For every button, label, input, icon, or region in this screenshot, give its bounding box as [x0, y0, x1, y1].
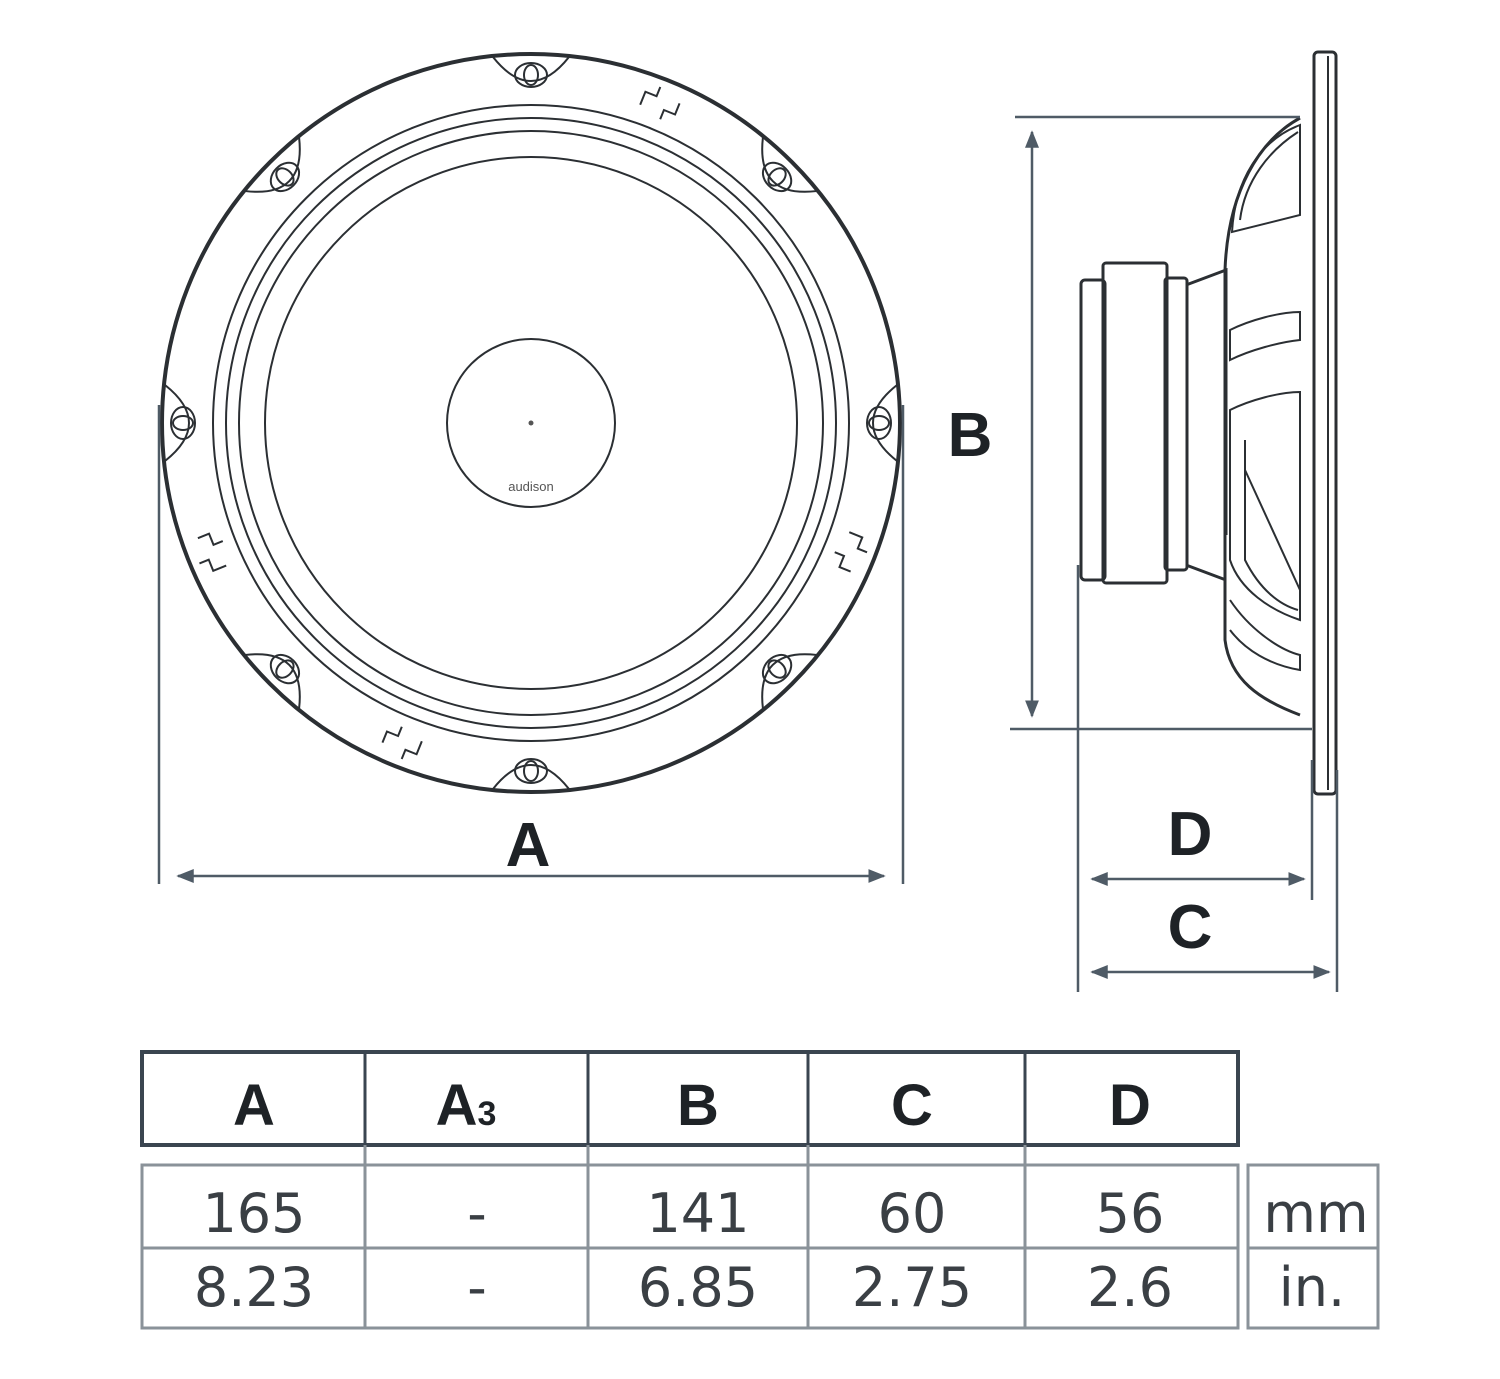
surround-outer [212, 104, 850, 742]
table-row-mm: 165 - 141 60 56 mm [202, 1182, 1368, 1245]
surround-ring [225, 117, 837, 729]
header-b: B [677, 1073, 719, 1138]
frame-notch [381, 726, 423, 760]
label-b: B [948, 401, 993, 470]
frame-notch [197, 532, 227, 573]
top-plate [1163, 276, 1189, 572]
label-c: C [1168, 893, 1213, 962]
cell-a-mm: 165 [202, 1182, 305, 1245]
dimension-a: A [157, 405, 905, 884]
label-d: D [1168, 800, 1213, 869]
front-view: audison [160, 52, 902, 794]
dimension-table: A A3 B C D 165 - 141 60 56 mm 8.23 - 6.8… [140, 1050, 1380, 1330]
frame-notch [639, 86, 681, 120]
cell-b-in: 6.85 [638, 1256, 758, 1319]
header-d: D [1109, 1073, 1151, 1138]
table-row-in: 8.23 - 6.85 2.75 2.6 in. [194, 1256, 1345, 1319]
surround-ring [238, 130, 824, 716]
cell-c-mm: 60 [878, 1182, 947, 1245]
center-dot [528, 420, 534, 426]
dimension-c-d: D C [1076, 565, 1339, 992]
cell-a-in: 8.23 [194, 1256, 314, 1319]
mounting-ear [245, 137, 301, 193]
mounting-ear [761, 137, 817, 193]
cell-a3-mm: - [467, 1182, 487, 1245]
outer-frame [160, 52, 902, 794]
mounting-ear [866, 384, 898, 462]
mounting-ears [164, 56, 898, 790]
header-c: C [891, 1073, 933, 1138]
mounting-ear [761, 653, 817, 709]
basket [1223, 116, 1301, 717]
cone-edge [264, 156, 798, 690]
mounting-ear [245, 653, 301, 709]
magnet-back-plate [1079, 278, 1107, 582]
header-a3: A3 [436, 1073, 497, 1138]
unit-mm: mm [1263, 1182, 1368, 1245]
frame-notches [197, 86, 868, 760]
mounting-ear [164, 384, 196, 462]
dust-cap [446, 338, 616, 508]
side-view [1079, 50, 1338, 796]
table-header-row [140, 1050, 1240, 1147]
magnet [1101, 261, 1169, 585]
frame-notch [834, 531, 868, 573]
label-a: A [506, 811, 551, 880]
cell-a3-in: - [467, 1256, 487, 1319]
mounting-flange [1312, 50, 1338, 796]
cell-b-mm: 141 [646, 1182, 749, 1245]
dimension-b: B [948, 115, 1312, 731]
cell-d-in: 2.6 [1087, 1256, 1173, 1319]
mounting-ear [492, 56, 570, 88]
unit-in: in. [1279, 1256, 1345, 1319]
brand-logo: audison [508, 479, 554, 494]
header-a: A [233, 1073, 275, 1138]
cell-c-in: 2.75 [852, 1256, 972, 1319]
cell-d-mm: 56 [1096, 1182, 1165, 1245]
mounting-ear [492, 758, 570, 790]
